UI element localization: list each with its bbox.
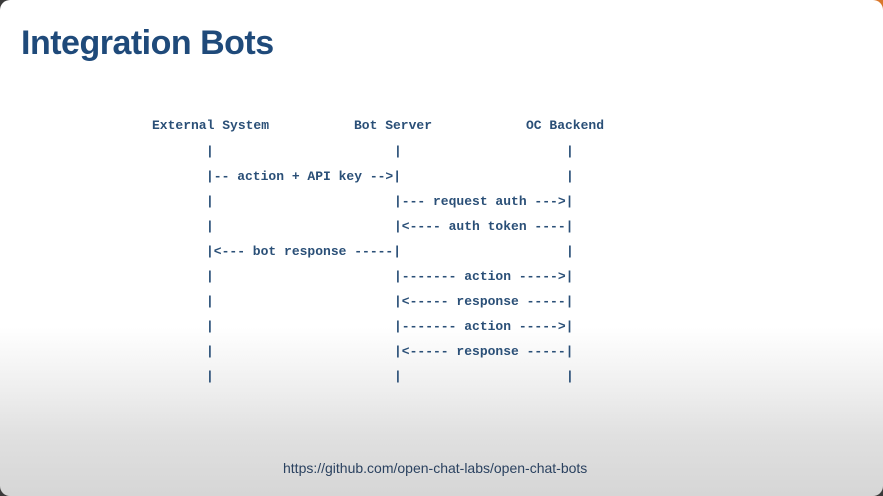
lifeline-external: | (206, 294, 214, 309)
lifeline-bot: | (394, 144, 402, 159)
message-response: |<----- response -----| (394, 344, 574, 359)
message-action: |------- action ----->| (394, 269, 574, 284)
lifeline-external: | (206, 369, 214, 384)
message-action: |------- action ----->| (394, 319, 574, 334)
message-auth-token: |<---- auth token ----| (394, 219, 574, 234)
lifeline-external: | (206, 269, 214, 284)
message-action-api-key: |-- action + API key -->| (206, 169, 402, 184)
lifeline-bot: | (394, 369, 402, 384)
message-request-auth: |--- request auth --->| (394, 194, 574, 209)
header-oc-backend: OC Backend (526, 118, 605, 133)
repository-link[interactable]: https://github.com/open-chat-labs/open-c… (283, 460, 588, 476)
lifeline-oc: | (566, 169, 574, 184)
lifeline-external: | (206, 144, 214, 159)
lifeline-oc: | (566, 369, 574, 384)
header-bot-server: Bot Server (354, 118, 433, 133)
message-bot-response: |<--- bot response -----| (206, 244, 402, 259)
lifeline-external: | (206, 344, 214, 359)
message-response: |<----- response -----| (394, 294, 574, 309)
slide-title: Integration Bots (21, 24, 274, 62)
lifeline-oc: | (566, 144, 574, 159)
lifeline-external: | (206, 194, 214, 209)
lifeline-external: | (206, 219, 214, 234)
header-external-system: External System (152, 118, 270, 133)
lifeline-oc: | (566, 244, 574, 259)
lifeline-external: | (206, 319, 214, 334)
